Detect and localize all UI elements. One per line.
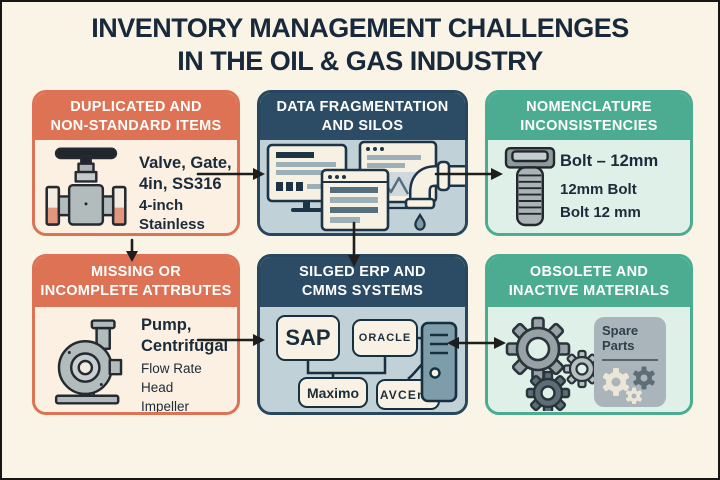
box-nomenclature-inconsistencies: NOMENCLATURE INCONSISTENCIES Bolt – 12mm… [485,90,693,236]
monitors-and-leaking-pipe-illustration [266,140,465,232]
missing-attribute: Impeller Material [141,399,190,414]
nomenclature-variant: Bolt – 12mm [560,152,659,170]
box-data-fragmentation: DATA FRAGMENTATION AND SILOS [257,90,468,236]
centrifugal-pump-icon [54,319,123,405]
gate-valve-icon [45,147,127,226]
box-missing-attributes: MISSING OR INCOMPLETE ATTRBUTES Pump, Ce… [32,254,240,415]
box-missing-header: MISSING OR INCOMPLETE ATTRBUTES [35,257,237,307]
bolt-icon [504,147,556,227]
title-line-1: INVENTORY MANAGEMENT CHALLENGES [91,13,629,43]
erp-chip-maximo: Maximo [298,377,368,408]
leaking-pipe-icon [404,160,465,231]
erp-chip-sap: SAP [276,315,340,361]
box-siloed-header: SILGED ERP AND CMMS SYSTEMS [260,257,465,307]
nomenclature-variant: 12mm Bolt [560,181,637,198]
box-duplicated-header: DUPLICATED AND NON-STANDARD ITEMS [35,93,237,140]
water-drop-icon [414,212,426,231]
spare-parts-label: Spare Parts [602,323,639,353]
box-duplicated-items: DUPLICATED AND NON-STANDARD ITEMS [32,90,240,236]
erp-chip-oracle: ORACLE [352,319,418,357]
missing-attribute: Head [141,380,174,395]
box-siloed-erp-cmms: SILGED ERP AND CMMS SYSTEMS SAP ORACLE M… [257,254,468,415]
missing-attribute: Flow Rate [141,361,202,376]
mini-gears-icon [602,366,655,405]
duplicated-item-alt-name: 4-inch Stainless Steel Gate Valve [139,197,205,233]
duplicated-item-name: Valve, Gate, 4in, SS316 [139,154,232,193]
missing-item-name: Pump, Centrifugal [141,316,229,355]
server-icon [420,321,458,403]
box-nomenclature-header: NOMENCLATURE INCONSISTENCIES [488,93,690,140]
box-obsolete-header: OBSOLETE AND INACTIVE MATERIALS [488,257,690,307]
page-title: INVENTORY MANAGEMENT CHALLENGES IN THE O… [2,12,718,78]
nomenclature-variant: Bolt 12 mm [560,204,641,221]
gears-icon [505,316,602,411]
card-divider [602,358,658,361]
box-fragmentation-header: DATA FRAGMENTATION AND SILOS [260,93,465,140]
spare-parts-card: Spare Parts [594,317,666,407]
title-line-2: IN THE OIL & GAS INDUSTRY [177,45,543,76]
box-obsolete-materials: OBSOLETE AND INACTIVE MATERIALS [485,254,693,415]
